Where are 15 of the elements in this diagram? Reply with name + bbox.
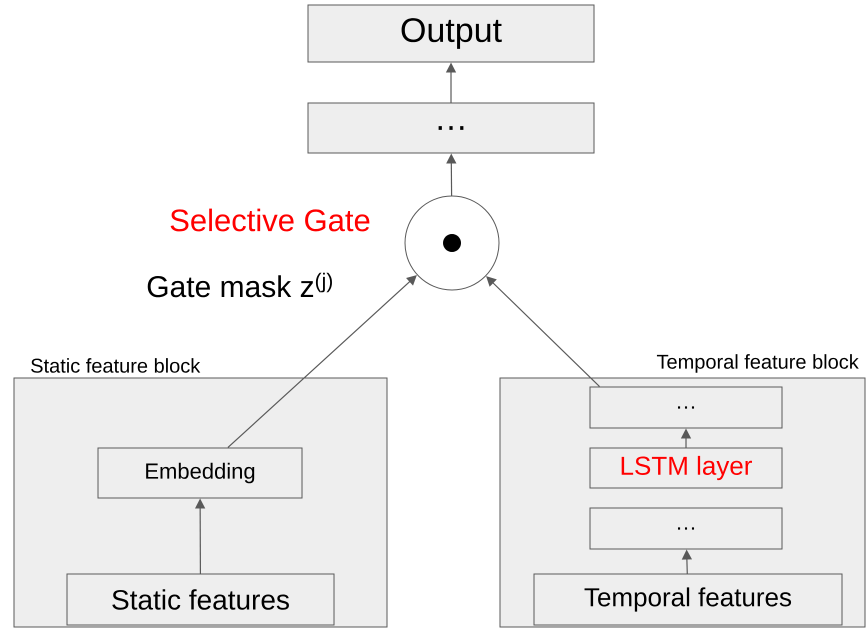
block-heading: Temporal feature block (656, 354, 859, 373)
layer-box: … (590, 508, 782, 550)
layer-box: Static features (66, 574, 334, 626)
layer-box: Output (308, 4, 594, 62)
arrow (486, 276, 600, 387)
layer-box: Embedding (98, 448, 302, 498)
layer-box: LSTM layer (590, 448, 782, 488)
gate-circle (404, 196, 500, 290)
arrow (228, 275, 417, 448)
layer-box: … (308, 102, 594, 154)
layer-box: Temporal features (534, 574, 842, 626)
block-heading: Static feature block (31, 358, 200, 373)
layer-box: … (590, 386, 782, 428)
label: Gate mask z$^{(j)}$ (148, 272, 332, 298)
label: Selective Gate (170, 208, 370, 232)
